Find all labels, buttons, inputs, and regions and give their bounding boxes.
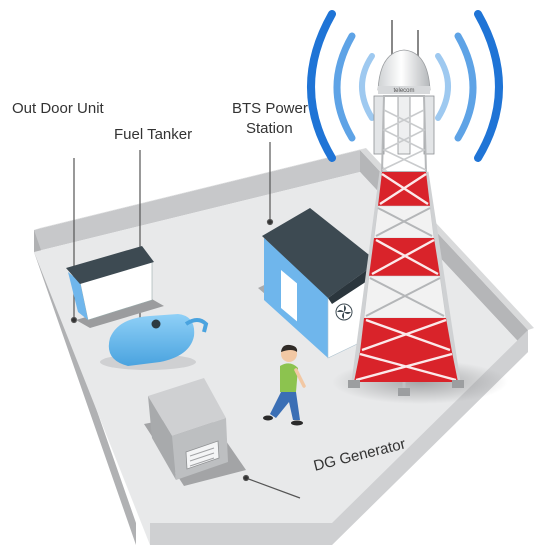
dg-pointer-dot <box>242 474 250 482</box>
bts-roof <box>262 208 378 298</box>
person-shoe <box>263 415 273 421</box>
person-shirt <box>280 363 298 392</box>
fuel-tanker-pipe <box>184 318 209 333</box>
telecom-tower <box>348 20 464 396</box>
dg-generator <box>144 378 246 486</box>
front-wall <box>150 330 528 545</box>
tower-leg-right <box>423 171 461 383</box>
fuel-tanker-label: Fuel Tanker <box>114 126 193 143</box>
tower-upper-bracing <box>381 109 427 171</box>
dg-left-side <box>148 396 176 480</box>
bts-pointer-dot <box>266 218 274 226</box>
fuel-tanker-body <box>108 314 195 366</box>
antenna-panel <box>397 95 411 155</box>
outdoor-unit-label: Out Door Unit <box>12 100 104 117</box>
outdoor-unit-side <box>68 272 88 320</box>
bts-label-line2: Station <box>246 120 293 137</box>
tower-bracing <box>355 172 457 382</box>
person-arm <box>294 368 306 388</box>
person-pants <box>270 392 300 420</box>
outdoor-unit-pad <box>76 298 164 328</box>
tower-brand-label: telecom <box>393 88 414 94</box>
bts-door <box>281 270 297 322</box>
outdoor-unit <box>66 246 164 328</box>
tower-foot <box>452 380 464 388</box>
outdoor-unit-roof <box>66 246 154 284</box>
person-hair <box>281 344 298 352</box>
back-wall-top <box>34 148 366 230</box>
dg-panel-lines <box>189 447 215 467</box>
tower-leg-left <box>351 171 385 383</box>
fuel-tanker <box>100 314 209 370</box>
fan-icon <box>335 303 353 321</box>
tower-bracing-gray <box>365 207 445 317</box>
back-wall <box>34 150 360 252</box>
person-figure <box>263 344 306 426</box>
person-shoe <box>291 420 303 426</box>
dg-top <box>148 378 226 436</box>
tower-dome <box>377 49 431 91</box>
bts-label-line1: BTS Power <box>232 100 308 117</box>
dg-panel <box>185 440 220 470</box>
dg-pointer <box>245 477 301 499</box>
tower-dome-band <box>378 86 430 94</box>
signal-waves-icon <box>307 10 503 162</box>
fuel-tanker-cap <box>151 319 161 329</box>
outdoor-unit-pointer-dot <box>70 316 78 324</box>
tower-foot <box>348 380 360 388</box>
tower-foot <box>398 388 410 396</box>
